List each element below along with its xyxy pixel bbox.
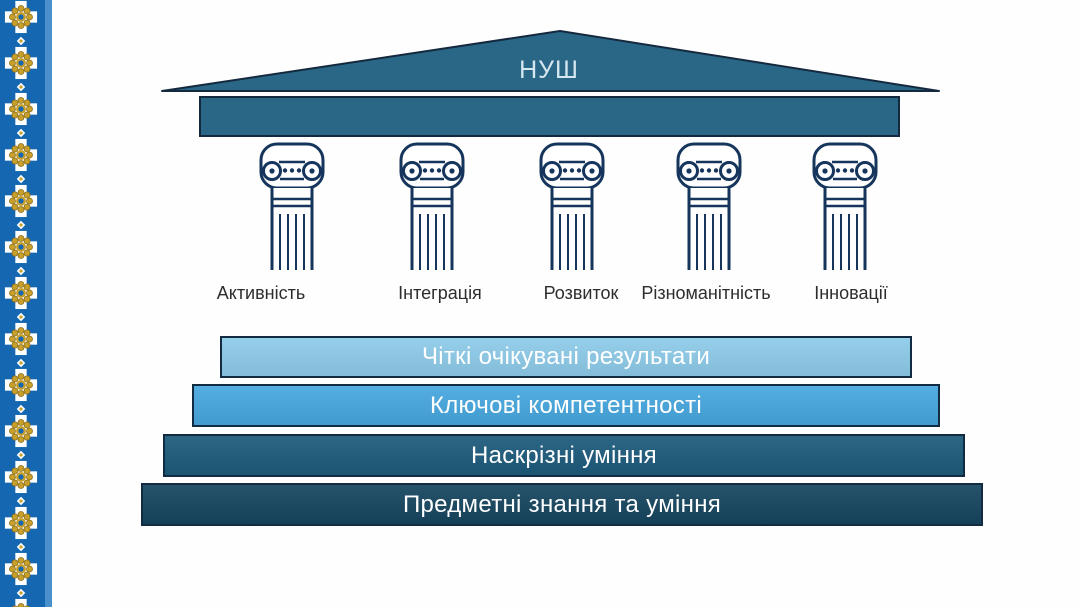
embroidery-rosette-icon — [4, 138, 38, 172]
temple-pediment — [161, 30, 940, 92]
ornament-motif-unit — [4, 184, 38, 230]
column-label-activity: Активність — [216, 283, 306, 303]
foundation-step-1: Чіткі очікувані результати — [220, 336, 912, 378]
column-label-diversity: Різноманітність — [641, 283, 771, 303]
ornament-border — [0, 0, 52, 607]
ornament-motif-unit — [4, 0, 38, 46]
embroidery-rosette-icon — [6, 598, 36, 607]
embroidery-rosette-icon — [4, 506, 38, 540]
column-icon — [539, 142, 605, 270]
embroidery-rosette-icon — [4, 230, 38, 264]
ornament-motif-unit — [4, 460, 38, 506]
ornament-motif-unit — [4, 46, 38, 92]
column-icon — [399, 142, 465, 270]
embroidery-rosette-icon — [4, 92, 38, 126]
ornament-motif-unit — [4, 276, 38, 322]
embroidery-rosette-icon — [4, 460, 38, 494]
column-label-innovation: Інновації — [814, 283, 888, 303]
ornament-motif-unit — [4, 598, 38, 607]
embroidery-diamond-icon — [16, 404, 26, 414]
ornament-motif-unit — [4, 368, 38, 414]
embroidery-rosette-icon — [4, 368, 38, 402]
embroidery-diamond-icon — [16, 358, 26, 368]
embroidery-rosette-icon — [4, 276, 38, 310]
column-label-integration: Інтеграція — [398, 283, 482, 303]
embroidery-diamond-icon — [16, 542, 26, 552]
ornament-edge-band — [45, 0, 52, 607]
ornament-motif-unit — [4, 414, 38, 460]
embroidery-rosette-icon — [4, 322, 38, 356]
ornament-motif-stack — [0, 0, 45, 607]
embroidery-diamond-icon — [16, 266, 26, 276]
pediment-title: НУШ — [519, 56, 579, 84]
foundation-step-4: Предметні знання та уміння — [141, 483, 983, 526]
embroidery-diamond-icon — [16, 588, 26, 598]
embroidery-diamond-icon — [16, 128, 26, 138]
embroidery-diamond-icon — [16, 312, 26, 322]
embroidery-rosette-icon — [4, 414, 38, 448]
ornament-motif-unit — [4, 552, 38, 598]
embroidery-rosette-icon — [4, 552, 38, 586]
temple-beam — [199, 96, 900, 137]
embroidery-diamond-icon — [16, 220, 26, 230]
embroidery-diamond-icon — [16, 174, 26, 184]
ornament-motif-unit — [4, 230, 38, 276]
foundation-step-3: Наскрізні уміння — [163, 434, 965, 477]
foundation-step-2: Ключові компетентності — [192, 384, 940, 427]
ornament-motif-unit — [4, 92, 38, 138]
column-icon — [676, 142, 742, 270]
embroidery-rosette-icon — [4, 184, 38, 218]
embroidery-rosette-icon — [4, 46, 38, 80]
ornament-motif-unit — [4, 322, 38, 368]
embroidery-diamond-icon — [16, 82, 26, 92]
column-icon — [259, 142, 325, 270]
column-icon — [812, 142, 878, 270]
embroidery-diamond-icon — [16, 450, 26, 460]
column-label-development: Розвиток — [543, 283, 619, 303]
ornament-motif-unit — [4, 506, 38, 552]
embroidery-rosette-icon — [4, 0, 38, 34]
ornament-motif-unit — [4, 138, 38, 184]
embroidery-diamond-icon — [16, 496, 26, 506]
pediment-triangle — [161, 30, 940, 92]
embroidery-diamond-icon — [16, 36, 26, 46]
